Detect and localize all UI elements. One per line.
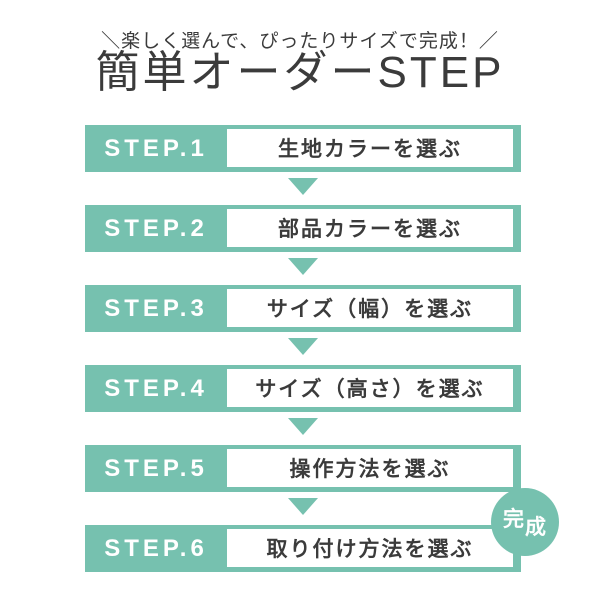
step-number-label: STEP.3 <box>104 294 208 322</box>
completion-badge-text: 成 <box>525 516 547 539</box>
step-row-1: STEP.1 生地カラーを選ぶ <box>85 125 521 172</box>
arrow-down-icon <box>288 338 318 355</box>
arrow-gap <box>85 252 521 285</box>
step-description: 部品カラーを選ぶ <box>227 209 513 247</box>
step-number-label: STEP.5 <box>104 454 208 482</box>
arrow-gap <box>85 492 521 525</box>
completion-badge-text: 完 <box>503 508 525 531</box>
step-row-4: STEP.4 サイズ（高さ）を選ぶ <box>85 365 521 412</box>
arrow-gap <box>85 332 521 365</box>
completion-badge: 完成 <box>491 488 559 556</box>
step-row-5: STEP.5 操作方法を選ぶ <box>85 445 521 492</box>
step-row-3: STEP.3 サイズ（幅）を選ぶ <box>85 285 521 332</box>
step-number-label: STEP.6 <box>104 534 208 562</box>
step-number-label: STEP.4 <box>104 374 208 402</box>
step-description: サイズ（幅）を選ぶ <box>227 289 513 327</box>
arrow-down-icon <box>288 418 318 435</box>
tagline: ＼楽しく選んで、ぴったりサイズで完成！／ <box>101 31 499 52</box>
arrow-down-icon <box>288 258 318 275</box>
arrow-gap <box>85 172 521 205</box>
step-description: 取り付け方法を選ぶ <box>227 529 513 567</box>
step-description: サイズ（高さ）を選ぶ <box>227 369 513 407</box>
step-description: 生地カラーを選ぶ <box>227 129 513 167</box>
page-title: 簡単オーダーSTEP <box>95 48 505 97</box>
arrow-down-icon <box>288 178 318 195</box>
step-number-label: STEP.2 <box>104 214 208 242</box>
step-row-2: STEP.2 部品カラーを選ぶ <box>85 205 521 252</box>
step-number-label: STEP.1 <box>104 134 208 162</box>
arrow-gap <box>85 412 521 445</box>
step-description: 操作方法を選ぶ <box>227 449 513 487</box>
step-row-6: STEP.6 取り付け方法を選ぶ <box>85 525 521 572</box>
steps-flow: STEP.1 生地カラーを選ぶ STEP.2 部品カラーを選ぶ STEP.3 サ… <box>85 125 521 572</box>
arrow-down-icon <box>288 498 318 515</box>
